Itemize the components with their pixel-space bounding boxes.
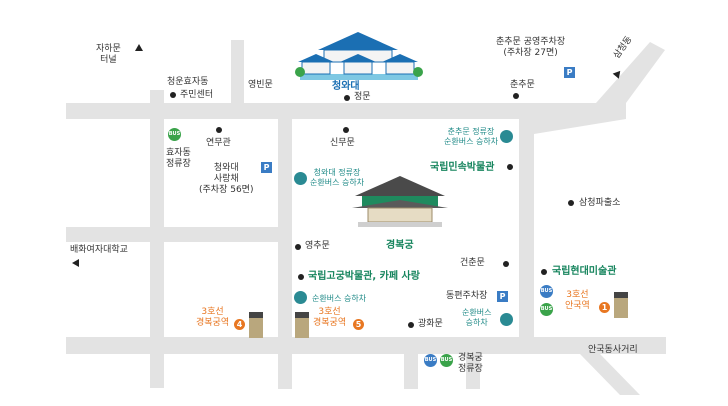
marker-dot [298, 274, 304, 280]
label-geonchunmun: 건춘문 [460, 258, 485, 268]
label-yeongbinmun: 영빈문 [248, 80, 273, 90]
label-hyoja-center-2: 주민센터 [180, 90, 214, 100]
parking-icon: P [261, 162, 272, 173]
exit-5-badge: 5 [353, 319, 364, 330]
marker-dot [408, 322, 414, 328]
road-left-lower [150, 242, 164, 388]
marker-dot [170, 92, 176, 98]
marker-dot [216, 127, 222, 133]
marker-dot [344, 95, 350, 101]
label-jeongmun: 정문 [354, 92, 371, 102]
arrow-left-icon [72, 259, 79, 267]
label-gwanghwamun: 광화문 [418, 319, 443, 329]
marker-dot [541, 269, 547, 275]
circular-bus-icon [294, 172, 307, 185]
road-east-curve [530, 103, 626, 134]
road-west-palace [278, 119, 292, 389]
label-yeongchumun: 영추문 [305, 241, 330, 251]
bus-stop-icon: BUS [168, 128, 181, 141]
label-palace-museum: 국립고궁박물관, 카페 사랑 [308, 271, 420, 282]
parking-icon: P [564, 67, 575, 78]
label-samcheong-police: 삼청파출소 [579, 198, 621, 208]
road-samcheong [596, 42, 665, 103]
label-folk-museum: 국립민속박물관 [430, 162, 495, 173]
circular-bus-icon [500, 130, 513, 143]
gyeongbokgung-building [352, 176, 448, 227]
road-gwanghwamun [404, 354, 418, 389]
marker-dot [343, 127, 349, 133]
label-yeonmugwan: 연무관 [206, 138, 231, 148]
marker-dot [513, 93, 519, 99]
label-anguk-intersection: 안국동사거리 [588, 345, 638, 355]
roads [66, 40, 666, 395]
road-hyoja [150, 119, 164, 229]
marker-dot [568, 200, 574, 206]
circular-bus-icon [294, 291, 307, 304]
bus-stop-icon: BUS [440, 354, 453, 367]
label-mmca: 국립현대미술관 [552, 266, 617, 277]
label-cheongwadae: 청와대 [332, 81, 360, 92]
parking-icon: P [497, 291, 508, 302]
label-circular-bus-1: 순환버스 승하차 [312, 294, 367, 303]
label-baehwa-univ: 배화여자대학교 [70, 245, 128, 255]
label-dongpyeon-parking: 동편주차장 [446, 291, 488, 301]
bus-stop-icon: BUS [540, 303, 553, 316]
exit-4-badge: 4 [234, 319, 245, 330]
label-hyoja-center: 청운효자동 [167, 77, 209, 87]
exit-1-badge: 1 [599, 302, 610, 313]
subway-pillars [249, 292, 628, 338]
road-anguk-diag [580, 354, 640, 395]
marker-dot [295, 244, 301, 250]
road-bottom-right [466, 354, 480, 389]
bus-stop-icon: BUS [424, 354, 437, 367]
marker-dot [503, 261, 509, 267]
road-mid-left [66, 227, 282, 242]
label-gyeongbokgung: 경복궁 [386, 240, 414, 251]
cheongwadae-building [295, 32, 423, 80]
road-bottom [66, 337, 666, 354]
road-top [66, 103, 626, 119]
bus-stop-icon: BUS [540, 285, 553, 298]
circular-bus-icon [500, 313, 513, 326]
label-chunchumun: 춘추문 [510, 80, 535, 90]
marker-dot [507, 164, 513, 170]
triangle-up-icon [135, 44, 143, 51]
road-left-b [231, 40, 244, 103]
label-sinmumun: 신무문 [330, 138, 355, 148]
road-east-palace [519, 119, 534, 339]
label-chunchu-parking: 춘추문 공영주차장(주차장 27면) [496, 37, 566, 58]
